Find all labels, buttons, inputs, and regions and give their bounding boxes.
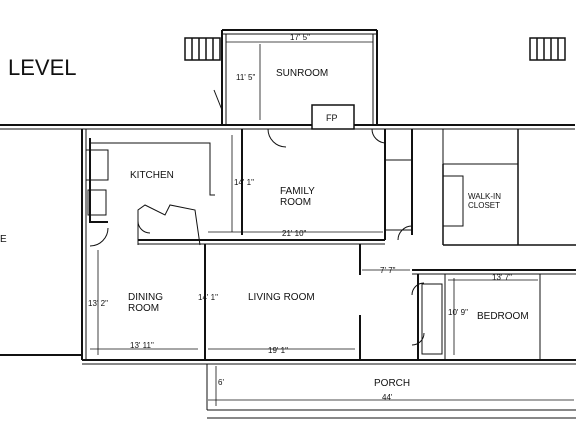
- room-label-closet-line2: CLOSET: [468, 201, 500, 210]
- room-label-porch: PORCH: [374, 378, 410, 389]
- walls: [0, 29, 576, 419]
- dim-dining-width: 13' 11": [130, 341, 154, 350]
- dimension-lines: [90, 41, 574, 406]
- dim-sunroom-width: 17' 5": [290, 33, 310, 42]
- doors: [89, 128, 425, 346]
- dim-porch-depth: 6': [218, 378, 224, 387]
- dim-bedroom-width: 13' 7": [492, 273, 512, 282]
- dim-bedroom-depth: 10' 9": [448, 308, 468, 317]
- room-label-dining-line2: ROOM: [128, 303, 159, 314]
- dim-dining-depth: 13' 2": [88, 299, 108, 308]
- title-fragment: LEVEL: [8, 55, 77, 80]
- room-label-closet-line1: WALK-IN: [468, 192, 501, 201]
- dim-living-width: 19' 1": [268, 346, 288, 355]
- dim-family-width: 21' 10": [282, 229, 307, 238]
- dim-porch-width: 44': [382, 393, 393, 402]
- fireplace-box: [311, 104, 355, 130]
- room-label-family-line1: FAMILY: [280, 186, 315, 197]
- room-label-family-line2: ROOM: [280, 197, 311, 208]
- fireplace-label: FP: [326, 113, 338, 123]
- room-label-sunroom: SUNROOM: [276, 68, 328, 79]
- dim-hall-width: 7' 7": [380, 266, 396, 275]
- room-label-bedroom: BEDROOM: [477, 311, 529, 322]
- stairs-left: [184, 37, 221, 61]
- room-label-kitchen: KITCHEN: [130, 170, 174, 181]
- left-edge-fragment: E: [0, 234, 7, 245]
- dim-living-depth: 14' 1": [198, 293, 218, 302]
- room-label-living: LIVING ROOM: [248, 292, 315, 303]
- dim-family-depth: 14' 1": [234, 178, 254, 187]
- stairs-right: [529, 37, 566, 61]
- dim-sunroom-depth: 11' 5": [236, 73, 256, 82]
- room-label-dining-line1: DINING: [128, 292, 163, 303]
